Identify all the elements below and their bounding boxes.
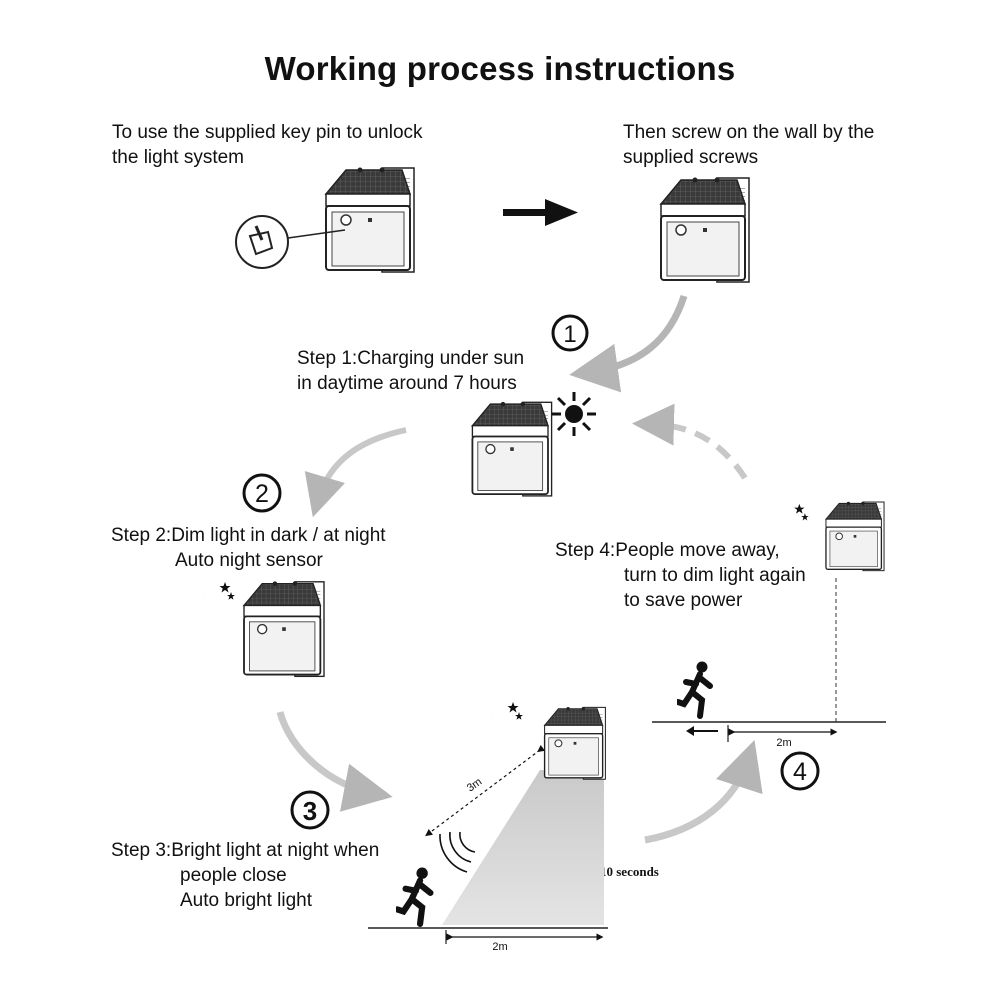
sun-icon bbox=[552, 392, 596, 436]
step3-line1: Step 3:Bright light at night when bbox=[111, 840, 380, 861]
flow-arrow-to-step4 bbox=[644, 740, 763, 844]
step2-line2: Auto night sensor bbox=[175, 550, 323, 571]
light-beam bbox=[442, 770, 604, 925]
step3-number-badge: 3 bbox=[290, 790, 330, 830]
step3-line3: Auto bright light bbox=[180, 890, 313, 911]
unlock-instruction-line1: To use the supplied key pin to unlock bbox=[112, 122, 423, 143]
svg-text:1: 1 bbox=[563, 321, 576, 348]
lamp-unlock-illustration bbox=[325, 166, 415, 273]
step2-line1: Step 2:Dim light in dark / at night bbox=[111, 525, 386, 546]
svg-text:2: 2 bbox=[255, 480, 269, 508]
flow-arrow-to-step1 bbox=[569, 294, 688, 393]
lamp-bright-illustration bbox=[543, 706, 607, 780]
page-title: Working process instructions bbox=[264, 50, 736, 87]
step1-line1: Step 1:Charging under sun bbox=[297, 348, 525, 369]
lamp-step4-illustration bbox=[825, 501, 885, 572]
unlock-instruction-line2: the light system bbox=[112, 147, 244, 168]
moon-stars-icon-step4 bbox=[778, 503, 809, 528]
step4-line1: Step 4:People move away, bbox=[555, 540, 780, 561]
flow-arrow-step4-to-step1 bbox=[632, 403, 748, 480]
step1-line2: in daytime around 7 hours bbox=[297, 373, 517, 394]
svg-text:4: 4 bbox=[793, 758, 807, 786]
step4-line3: to save power bbox=[624, 590, 743, 611]
step4-range-label: 2m bbox=[776, 737, 791, 749]
lamp-dim-illustration bbox=[243, 580, 325, 678]
step3-line2: people close bbox=[180, 865, 287, 886]
detect-distance-label: 3m bbox=[465, 776, 484, 795]
arrow-right-icon bbox=[503, 199, 578, 226]
motion-wave-icon bbox=[439, 831, 476, 873]
step2-number-badge: 2 bbox=[242, 473, 282, 513]
lamp-mounted-illustration bbox=[660, 176, 750, 283]
key-pin-icon bbox=[235, 215, 346, 269]
moon-stars-icon-step3 bbox=[490, 702, 523, 728]
mount-instruction-line2: supplied screws bbox=[623, 147, 759, 168]
svg-text:3: 3 bbox=[303, 796, 317, 826]
lamp-charging-illustration bbox=[471, 400, 553, 497]
delay-label: 10 seconds bbox=[600, 864, 659, 879]
step1-number-badge: 1 bbox=[551, 314, 589, 352]
step4-number-badge: 4 bbox=[780, 751, 820, 791]
running-person-icon-step4 bbox=[678, 662, 710, 717]
flow-arrow-to-step3 bbox=[276, 711, 393, 812]
moon-stars-icon bbox=[202, 582, 235, 608]
mount-instruction-line1: Then screw on the wall by the bbox=[623, 122, 875, 143]
step3-range-label: 2m bbox=[492, 941, 507, 953]
flow-arrow-to-step2 bbox=[304, 427, 407, 518]
running-person-icon-step3 bbox=[397, 868, 430, 924]
step4-line2: turn to dim light again bbox=[624, 565, 806, 586]
